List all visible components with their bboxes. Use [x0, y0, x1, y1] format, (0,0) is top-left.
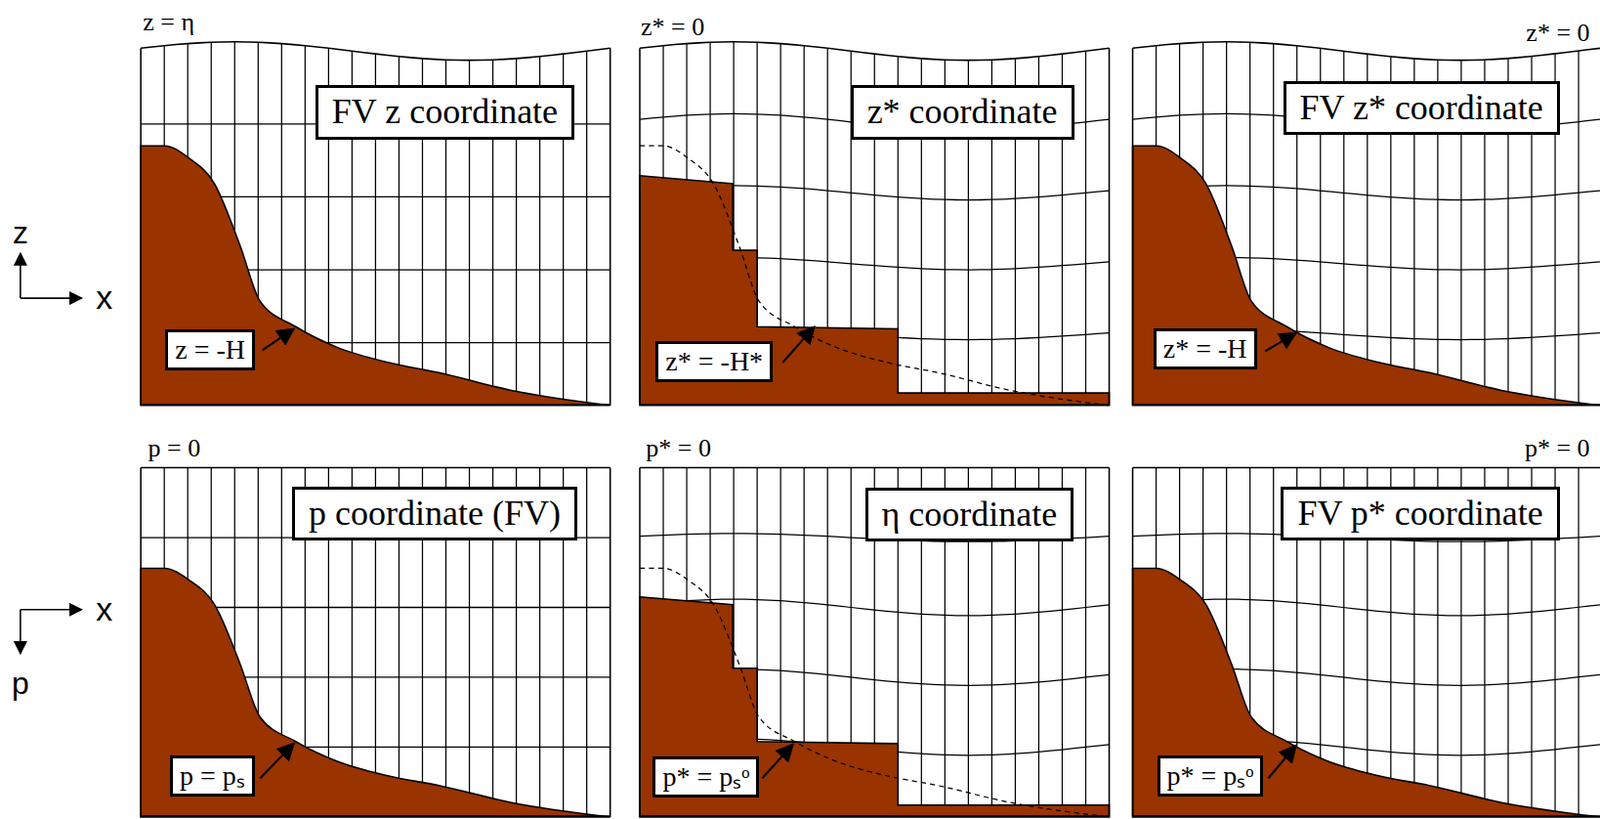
true-topography	[639, 145, 1110, 406]
axis-label: x	[95, 590, 113, 628]
axis-label: x	[95, 279, 113, 316]
node-text: FV z coordinate	[332, 91, 558, 131]
model-panel	[639, 9, 1110, 405]
boundary-callout: z* = -H	[1153, 328, 1258, 370]
node-text: FV z* coordinate	[1300, 87, 1544, 127]
grid-lines	[140, 9, 611, 405]
coordinate-title-box: z* coordinate	[850, 84, 1075, 139]
node-text: z = -H	[174, 334, 246, 365]
grid-lines	[1133, 9, 1600, 405]
leader-arrow	[782, 326, 814, 363]
model-panel	[1133, 436, 1600, 817]
leader-arrow	[1267, 745, 1296, 778]
leader-arrow	[261, 328, 294, 350]
coordinate-title-box: FV z coordinate	[315, 84, 575, 139]
bathymetry	[1133, 145, 1600, 406]
boundary-callout: z = -H	[165, 329, 255, 371]
coordinate-title-box: η coordinate	[865, 487, 1075, 542]
surface-label: p* = 0	[645, 434, 712, 464]
axis-label: z	[12, 215, 29, 251]
model-panel	[140, 436, 611, 817]
leader-arrow	[761, 744, 793, 778]
axis-arrow	[19, 252, 22, 298]
node-text: p* = pₛᵒ	[1167, 759, 1255, 791]
boundary-callout: p* = pₛᵒ	[1157, 755, 1264, 797]
coordinate-title-box: p coordinate (FV)	[292, 486, 578, 541]
node-text: p* = pₛᵒ	[662, 760, 750, 792]
node-text: FV p* coordinate	[1297, 493, 1543, 533]
grid-lines	[639, 9, 1110, 405]
surface-label: z* = 0	[1525, 19, 1590, 48]
axis-arrow	[19, 609, 22, 654]
bathymetry	[639, 596, 1110, 817]
leader-arrow	[1264, 333, 1296, 352]
surface-label: p = 0	[147, 434, 201, 464]
node-text: p coordinate (FV)	[308, 493, 561, 533]
axis-label: p	[11, 666, 30, 701]
grid-lines	[140, 436, 611, 817]
leader-arrow	[259, 743, 294, 779]
boundary-callout: p* = pₛᵒ	[652, 756, 759, 798]
node-text: p = pₛ	[179, 759, 246, 791]
node-text: z* = -H*	[665, 345, 763, 377]
surface-label: z = η	[142, 8, 195, 38]
grid-lines	[639, 436, 1110, 817]
node-text: η coordinate	[882, 494, 1058, 534]
surface-label: p* = 0	[1524, 434, 1591, 464]
bathymetry	[639, 175, 1110, 406]
node-text: z* coordinate	[867, 91, 1058, 131]
boundary-callout: p = pₛ	[169, 755, 255, 797]
model-panel	[140, 9, 611, 405]
surface-label: z* = 0	[640, 13, 705, 43]
coordinate-title-box: FV p* coordinate	[1280, 486, 1559, 541]
boundary-callout: z* = -H*	[655, 340, 773, 382]
axis-arrow	[20, 608, 83, 611]
model-panel	[639, 436, 1110, 817]
bathymetry	[140, 145, 611, 406]
axis-arrow	[20, 296, 83, 299]
node-text: z* = -H	[1163, 333, 1248, 364]
bathymetry	[1133, 567, 1600, 816]
true-topography	[639, 567, 1110, 816]
grid-lines	[1133, 436, 1600, 817]
bathymetry	[140, 567, 611, 816]
coordinate-title-box: FV z* coordinate	[1283, 81, 1560, 135]
model-panel	[1133, 9, 1600, 405]
